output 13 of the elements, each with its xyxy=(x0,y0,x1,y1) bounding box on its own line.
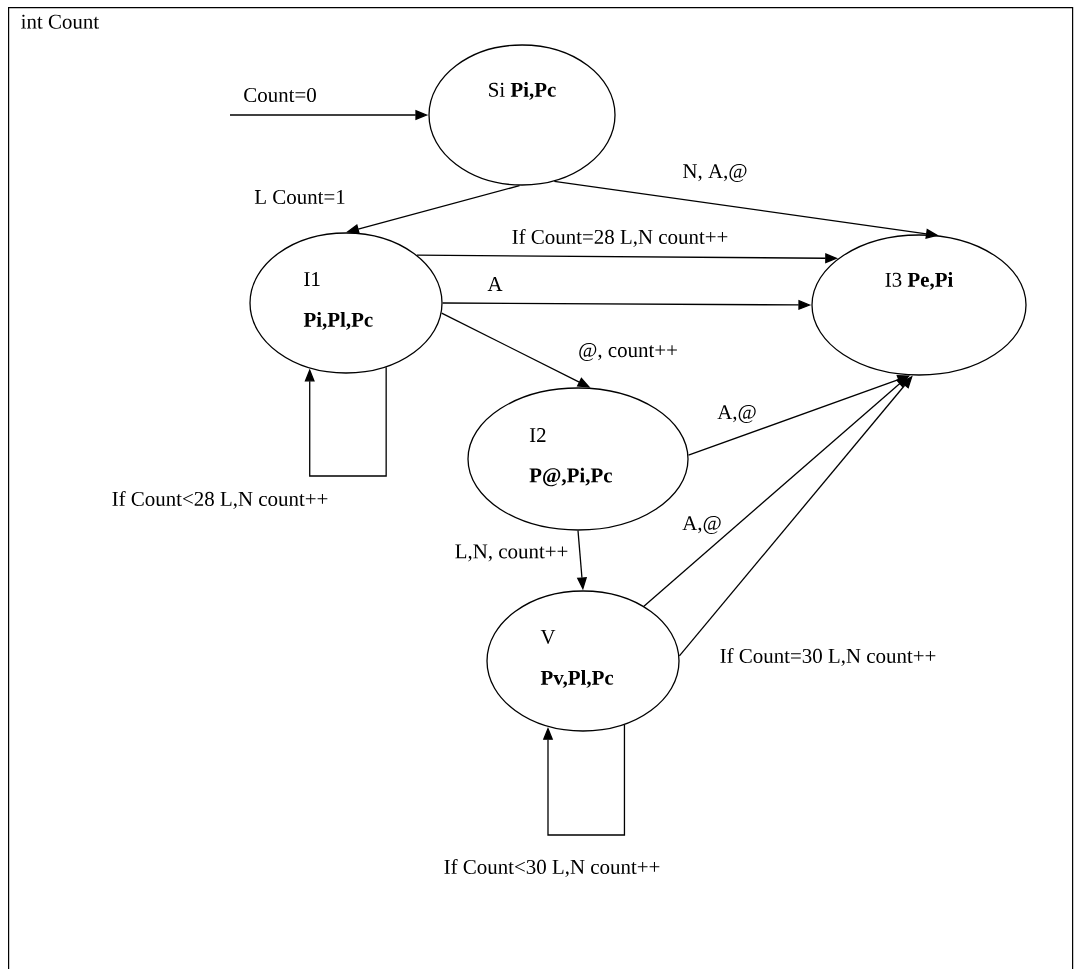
edge-label: N, A,@ xyxy=(681,163,749,183)
edge-label: If Count=28 L,N count++ xyxy=(510,228,730,248)
edge-label: L,N, count++ xyxy=(453,543,570,563)
arrow xyxy=(304,366,387,477)
edge-label: @, count++ xyxy=(577,342,679,362)
arrow xyxy=(542,724,626,836)
edge-label: If Count=30 L,N count++ xyxy=(718,647,938,667)
edge-label: Count=0 xyxy=(242,86,318,104)
edge-label: A,@ xyxy=(716,404,758,424)
edge-label: If Count<30 L,N count++ xyxy=(442,858,662,878)
edge-label: L Count=1 xyxy=(253,188,347,206)
edge-label: A xyxy=(486,276,504,292)
edge-label: If Count<28 L,N count++ xyxy=(110,490,330,510)
